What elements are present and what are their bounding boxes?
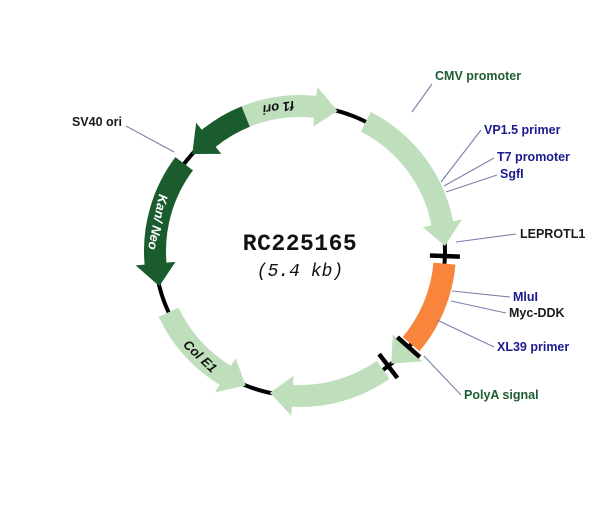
restriction-site-mlui-tick: [395, 335, 422, 359]
callout-label-vp15-primer[interactable]: VP1.5 primer: [484, 123, 561, 137]
feature-arc-polya-signal[interactable]: [269, 360, 390, 416]
leader-line-cmv-promoter: [411, 83, 433, 113]
restriction-sites-layer: [377, 253, 460, 380]
feature-arc-myc-ddk[interactable]: [391, 334, 423, 364]
leader-line-mlui: [451, 290, 511, 298]
callout-label-sv40-ori[interactable]: SV40 ori: [72, 115, 122, 129]
leader-line-vp15-primer: [440, 129, 482, 183]
feature-arc-leprotl1[interactable]: [402, 262, 456, 352]
callout-leader-lines: [125, 83, 517, 396]
callout-label-sgfi[interactable]: SgfI: [500, 167, 524, 181]
callout-label-myc-ddk[interactable]: Myc-DDK: [509, 306, 565, 320]
plasmid-size: (5.4 kb): [257, 262, 343, 282]
callout-label-polya-signal[interactable]: PolyA signal: [464, 388, 539, 402]
restriction-site-sgfi-tick: [429, 253, 460, 259]
callout-label-mlui[interactable]: MluI: [513, 290, 538, 304]
feature-label-f1-ori: f1 ori: [261, 98, 295, 118]
leader-line-leprotl1: [455, 233, 517, 243]
feature-kan-neo[interactable]: Kan/ Neo: [135, 157, 193, 287]
feature-arc-cmv-promoter[interactable]: [360, 112, 462, 246]
leader-line-polya-signal: [423, 355, 462, 396]
callout-label-xl39-primer[interactable]: XL39 primer: [497, 340, 569, 354]
feature-sv40-ori[interactable]: [192, 106, 250, 154]
leader-line-sgfi: [445, 174, 498, 193]
leader-line-t7-promoter: [443, 157, 495, 187]
callout-label-cmv-promoter[interactable]: CMV promoter: [435, 69, 521, 83]
feature-leprotl1[interactable]: [402, 262, 456, 352]
plasmid-name: RC225165: [243, 231, 357, 257]
feature-arc-sv40-ori[interactable]: [192, 106, 250, 154]
feature-myc-ddk[interactable]: [391, 334, 423, 364]
feature-cmv-promoter[interactable]: [360, 112, 462, 246]
callout-label-leprotl1[interactable]: LEPROTL1: [520, 227, 585, 241]
feature-arc-col-e1[interactable]: [158, 307, 246, 393]
leader-line-myc-ddk: [450, 300, 507, 314]
leader-line-xl39-primer: [436, 319, 495, 348]
feature-col-e1[interactable]: Col E1: [158, 307, 246, 393]
callout-label-t7-promoter[interactable]: T7 promoter: [497, 150, 570, 164]
leader-line-sv40-ori: [125, 125, 175, 153]
feature-polya-signal[interactable]: [269, 360, 390, 416]
restriction-site-post-mycddk-tick: [377, 352, 400, 380]
feature-arc-kan-neo[interactable]: [135, 157, 193, 287]
